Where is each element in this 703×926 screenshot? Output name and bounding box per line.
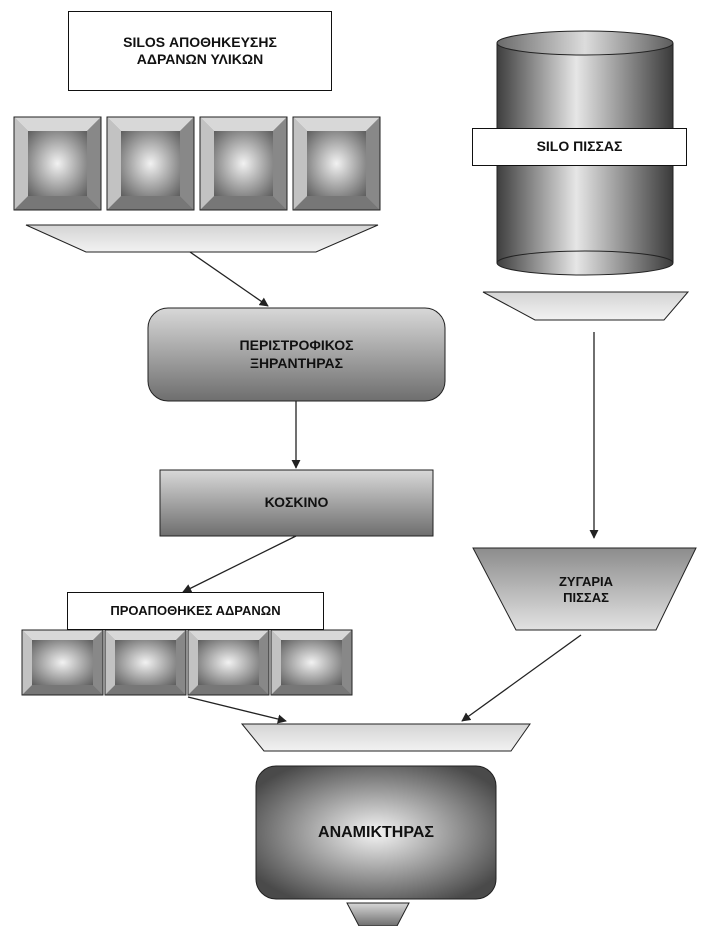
mixer-shape: [255, 765, 497, 900]
mixer-outlet-funnel: [346, 902, 410, 926]
mixer-hopper: [240, 723, 531, 752]
aggregate-bins-top: [13, 116, 381, 211]
mixer-label: ΑΝΑΜΙΚΤΗΡΑΣ: [318, 823, 434, 841]
pitch-scale-shape: [472, 547, 697, 631]
arrow-scale-to-mixer-hopper: [461, 634, 582, 722]
silo-pitch-label: SILO ΠΙΣΣΑΣ: [472, 128, 687, 166]
sieve-label: ΚΟΣΚΙΝΟ: [264, 494, 329, 511]
silos-aggregates-label: SILOS ΑΠΟΘΗΚΕΥΣΗΣ ΑΔΡΑΝΩΝ ΥΛΙΚΩΝ: [68, 11, 332, 91]
arrow-hopper-to-dryer: [189, 251, 269, 307]
aggregate-bin: [199, 116, 288, 211]
pre-storage-bins: [21, 629, 353, 696]
sieve-shape: [159, 469, 434, 537]
pitch-hopper: [482, 291, 690, 321]
pre-storage-bin: [270, 629, 353, 696]
pre-storage-bin: [21, 629, 104, 696]
pre-storage-bin: [104, 629, 187, 696]
arrow-prestorage-to-mixer-hopper: [187, 696, 287, 724]
rotary-dryer-label: ΠΕΡΙΣΤΡΟΦΙΚΟΣ ΞΗΡΑΝΤΗΡΑΣ: [239, 337, 354, 371]
aggregate-bin: [106, 116, 195, 211]
arrow-sieve-to-prestorage: [182, 535, 297, 593]
aggregate-bin: [292, 116, 381, 211]
pitch-scale-label: ΖΥΓΑΡΙΑ ΠΙΣΣΑΣ: [558, 573, 614, 605]
pre-storage-bin: [187, 629, 270, 696]
flow-arrows: [182, 251, 599, 724]
aggregate-bin: [13, 116, 102, 211]
aggregate-hopper: [25, 224, 379, 253]
pre-storage-label: ΠΡΟΑΠΟΘΗΚΕΣ ΑΔΡΑΝΩΝ: [67, 592, 324, 630]
